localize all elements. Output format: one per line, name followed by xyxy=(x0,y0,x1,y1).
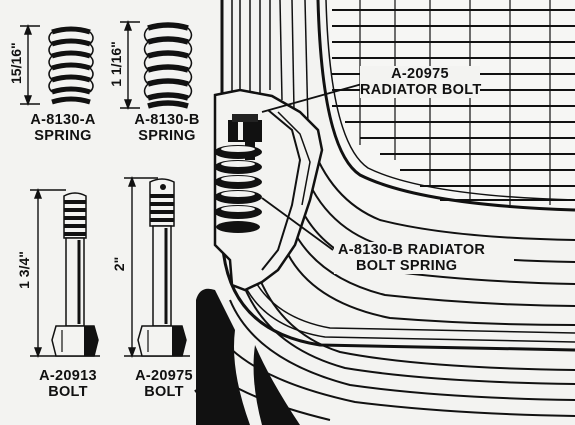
installed-bolt-and-spring xyxy=(214,114,262,233)
bolt-spring-callout-name: BOLT SPRING xyxy=(356,258,458,274)
bolt-long-dimension: 2" xyxy=(111,256,127,272)
bolt-spring-callout-part: A-8130-B RADIATOR xyxy=(338,242,486,258)
bolt-short-label: A-20913 BOLT xyxy=(28,368,108,400)
bolt-long-label: A-20975 BOLT xyxy=(122,368,206,400)
spring-a-label: A-8130-A SPRING xyxy=(20,112,106,144)
radiator-bolt-callout-part: A-20975 xyxy=(391,66,449,82)
bolt-short-name: BOLT xyxy=(48,384,88,400)
bolt-long-part-number: A-20975 xyxy=(135,368,193,384)
callout-leaders xyxy=(261,83,363,251)
spring-b-illustration xyxy=(120,20,193,110)
spring-a-dimension: 15/16" xyxy=(8,42,24,84)
bolt-spring-callout: A-8130-B RADIATOR BOLT SPRING xyxy=(334,242,514,274)
bolt-short-dimension: 1 3/4" xyxy=(16,251,32,289)
bolt-short-illustration xyxy=(30,188,100,358)
spring-a-name: SPRING xyxy=(34,128,92,144)
bolt-long-illustration xyxy=(124,176,190,358)
radiator-bolt-callout: A-20975 RADIATOR BOLT xyxy=(360,66,482,98)
shell-shadow xyxy=(196,288,300,425)
spring-a-part-number: A-8130-A xyxy=(30,112,96,128)
spring-b-label: A-8130-B SPRING xyxy=(124,112,210,144)
spring-b-dimension: 1 1/16" xyxy=(108,41,124,87)
radiator-bolt-callout-name: RADIATOR BOLT xyxy=(360,82,482,98)
spring-a-illustration xyxy=(20,24,94,106)
spring-b-name: SPRING xyxy=(138,128,196,144)
bolt-long-name: BOLT xyxy=(144,384,184,400)
radiator-grille xyxy=(330,0,575,210)
spring-b-part-number: A-8130-B xyxy=(134,112,200,128)
bolt-short-part-number: A-20913 xyxy=(39,368,97,384)
